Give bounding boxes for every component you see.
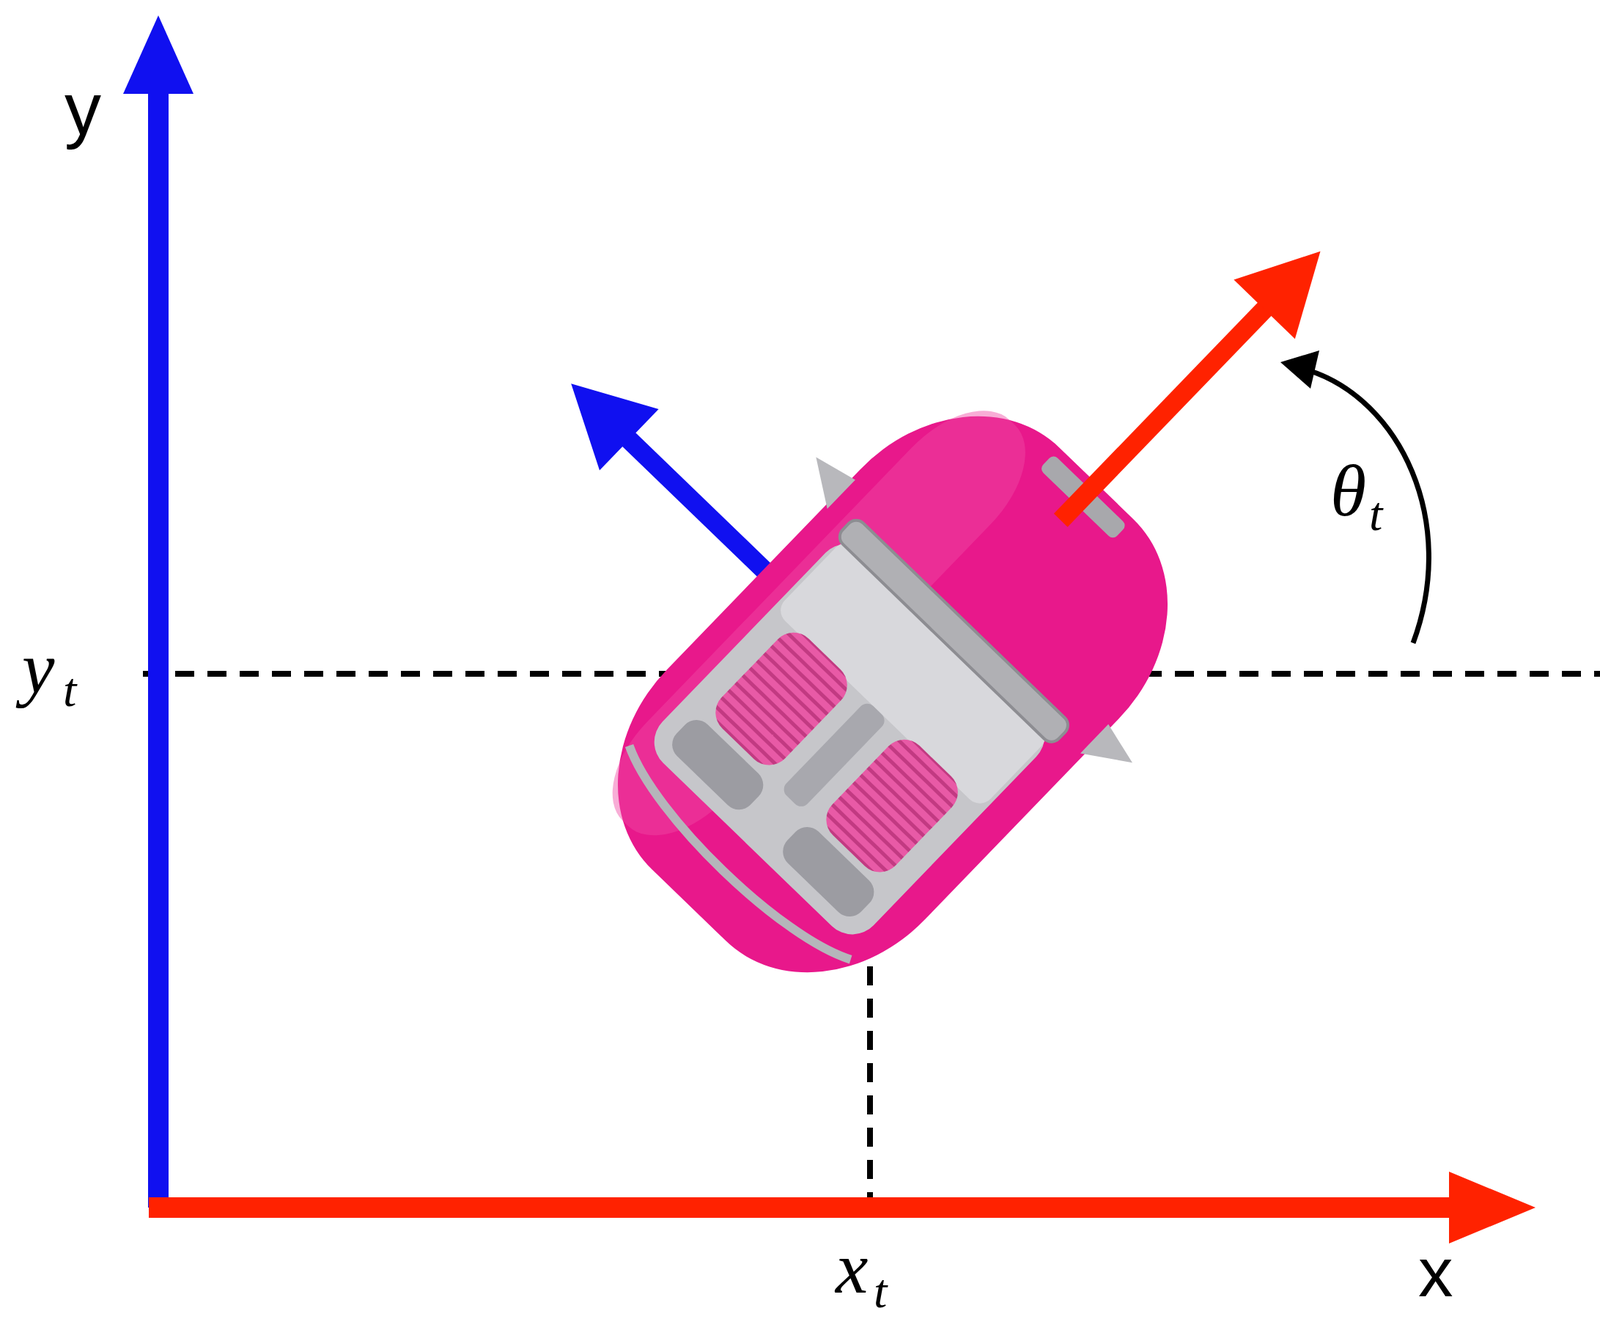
coordinate-subscript: t [63, 665, 77, 714]
car-mirror [1080, 724, 1140, 784]
car-rollbar [612, 745, 851, 978]
body-x-axis [1060, 304, 1270, 521]
axis-label: y [64, 71, 102, 146]
body-y-axis [618, 429, 788, 593]
theta-arc [1308, 370, 1429, 643]
axis-label: x [1418, 1237, 1454, 1307]
theta-arrowhead [1280, 350, 1320, 389]
world-y-axis [148, 87, 169, 1208]
coordinate-subscript: t [873, 1266, 887, 1315]
guide-line-x [867, 933, 873, 1225]
coordinate-symbol: y [21, 631, 55, 706]
car-console [780, 699, 889, 810]
car-cabin [642, 531, 1057, 947]
car-illustration [367, 0, 1479, 1058]
world-y-arrowhead [123, 15, 194, 94]
world-x-arrowhead [1449, 1171, 1536, 1244]
car-mirror [795, 449, 856, 509]
world-x-axis [148, 1196, 1459, 1218]
angle-symbol: θ [1330, 454, 1367, 528]
angle-subscript: t [1369, 489, 1383, 538]
body-y-arrowhead [541, 353, 659, 471]
coordinate-symbol: x [835, 1231, 868, 1305]
body-x-arrowhead [1233, 221, 1351, 339]
